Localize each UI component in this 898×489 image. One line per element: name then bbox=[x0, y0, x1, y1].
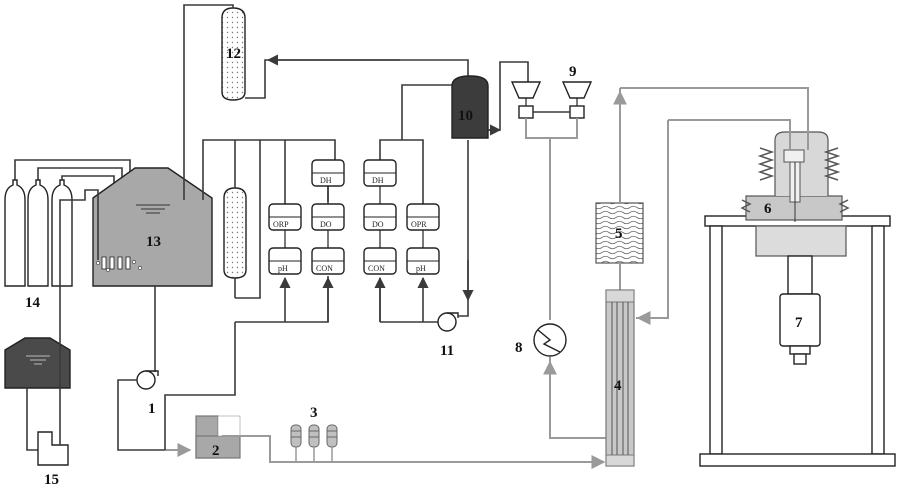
sampler bbox=[290, 424, 302, 462]
gas-cylinder bbox=[51, 179, 73, 287]
svg-text:DO: DO bbox=[320, 220, 332, 229]
sensor-opr: OPR bbox=[406, 203, 440, 231]
sensor-bank-left: DH ORP pH DO CON bbox=[235, 159, 345, 323]
unit-2: 2 bbox=[164, 322, 606, 469]
svg-text:pH: pH bbox=[278, 264, 288, 273]
cell-6: 6 bbox=[620, 87, 850, 257]
label-14: 14 bbox=[25, 295, 41, 311]
sensor-ph: pH bbox=[268, 247, 302, 275]
label-1: 1 bbox=[148, 401, 156, 417]
svg-text:ORP: ORP bbox=[273, 220, 289, 229]
collector-9: 9 bbox=[510, 64, 593, 320]
sensor-header-line bbox=[202, 139, 336, 200]
svg-text:CON: CON bbox=[368, 264, 385, 273]
packed-column bbox=[223, 140, 247, 298]
gas-cylinder bbox=[27, 179, 49, 287]
label-6: 6 bbox=[764, 201, 772, 217]
sensor-dh: DH bbox=[363, 159, 397, 187]
heat-exchanger-8: 8 bbox=[515, 323, 608, 439]
svg-text:DH: DH bbox=[320, 176, 332, 185]
svg-text:pH: pH bbox=[416, 264, 426, 273]
label-2: 2 bbox=[212, 443, 220, 459]
label-9: 9 bbox=[569, 64, 577, 80]
sensor-ph: pH bbox=[406, 247, 440, 275]
line-12-10 bbox=[245, 59, 469, 99]
sensor-dh: DH bbox=[311, 159, 345, 187]
label-4: 4 bbox=[614, 378, 622, 394]
label-7: 7 bbox=[795, 315, 803, 331]
svg-text:OPR: OPR bbox=[411, 220, 427, 229]
svg-text:DH: DH bbox=[372, 176, 384, 185]
sensor-do: DO bbox=[311, 203, 345, 231]
press-frame bbox=[699, 215, 896, 467]
vessel-10: 10 bbox=[451, 61, 529, 139]
label-8: 8 bbox=[515, 340, 523, 356]
label-3: 3 bbox=[310, 405, 318, 421]
sensor-orp: ORP bbox=[268, 203, 302, 231]
svg-text:CON: CON bbox=[316, 264, 333, 273]
settler-5: 5 bbox=[595, 88, 644, 290]
label-10: 10 bbox=[458, 108, 473, 124]
samplers-3: 3 bbox=[290, 405, 338, 462]
sampler bbox=[326, 424, 338, 462]
sensor-do: DO bbox=[363, 203, 397, 231]
sensor-con: CON bbox=[363, 247, 397, 275]
adsorption-column-12: 12 bbox=[183, 4, 469, 200]
label-5: 5 bbox=[615, 226, 623, 242]
vent-line bbox=[183, 4, 234, 200]
pump-11: 11 bbox=[437, 140, 474, 359]
reactor-4: 4 bbox=[605, 120, 669, 467]
feed-tank-13: 13 bbox=[92, 167, 213, 287]
sampler bbox=[308, 424, 320, 462]
label-13: 13 bbox=[146, 234, 161, 250]
storage-tank-15: 15 bbox=[4, 189, 99, 488]
sensor-bank-right: DH DO CON OPR pH bbox=[363, 84, 452, 323]
label-11: 11 bbox=[440, 343, 454, 359]
gas-cylinders: 14 bbox=[4, 159, 131, 311]
gas-cylinder bbox=[4, 179, 26, 287]
svg-text:DO: DO bbox=[372, 220, 384, 229]
sensor-con: CON bbox=[311, 247, 345, 275]
actuator-7: 7 bbox=[779, 255, 821, 365]
label-12: 12 bbox=[226, 46, 241, 62]
label-15: 15 bbox=[44, 472, 59, 488]
pump-1: 1 bbox=[117, 286, 192, 457]
